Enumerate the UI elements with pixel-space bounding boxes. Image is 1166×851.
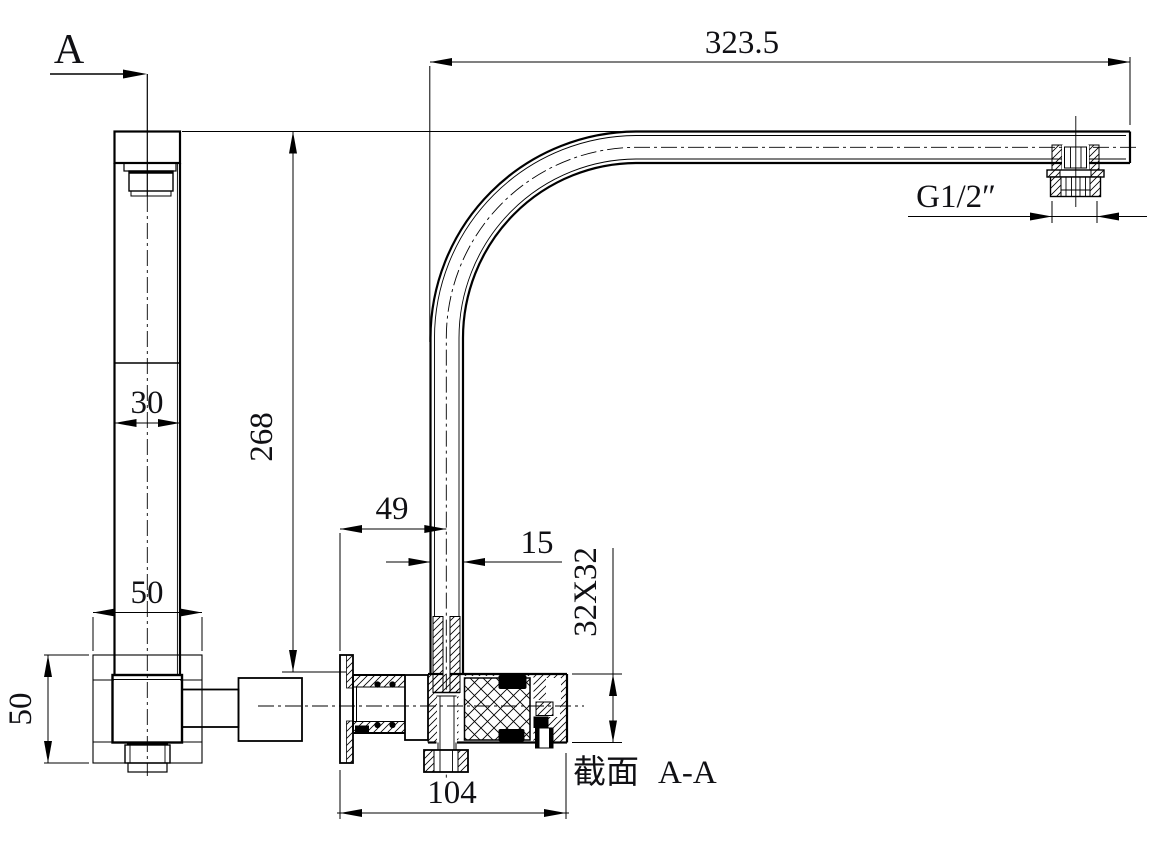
section-view-a-a: [258, 616, 584, 773]
section-caption: 截面: [573, 754, 639, 791]
arm-inner-edge: [461, 161, 1130, 674]
dim-base-height-lines: [44, 654, 89, 764]
dim-body-length: 104: [427, 775, 477, 811]
aerator-body: [128, 170, 174, 192]
dim-arm-length: 323.5: [705, 25, 779, 61]
dim-base-height: 50: [3, 693, 39, 726]
dim-tube-width: 15: [521, 525, 554, 561]
section-cut-marker-a: [50, 69, 148, 196]
seal: [355, 725, 369, 733]
outlet-fitting: [1046, 116, 1105, 207]
dim-body-section-lines: [572, 548, 622, 743]
dim-body-length-lines: [337, 753, 569, 819]
section-caption-id: A-A: [658, 755, 717, 791]
aerator-lip: [123, 162, 177, 172]
arm-outer-edge: [429, 130, 1130, 674]
aerator-tip: [130, 190, 172, 197]
dimensions: [44, 57, 1147, 819]
dim-wall-offset-lines: [339, 525, 447, 651]
dim-outlet-thread-lines: [908, 201, 1147, 223]
dim-outlet-thread: G1/2″: [916, 179, 996, 215]
section-arrow-head: [123, 69, 147, 79]
section-label-a: A: [54, 27, 85, 73]
seal: [498, 729, 525, 742]
riser-thread-wall: [432, 616, 444, 693]
dim-arm-length-lines: [429, 57, 1131, 342]
riser-thread-wall: [449, 616, 461, 693]
dim-base-width-lines: [92, 608, 203, 651]
dim-spout-height: 268: [244, 412, 280, 462]
valve-neck-side: [181, 688, 240, 728]
dim-tube-width-lines: [386, 558, 562, 566]
side-outlet: [535, 727, 554, 749]
o-ring: [374, 681, 381, 688]
valve-body-side: [237, 677, 303, 742]
o-ring: [389, 721, 396, 729]
o-ring: [389, 681, 396, 688]
dim-spout-width: 30: [131, 385, 164, 421]
union-sleeve: [404, 674, 429, 741]
dim-body-section: 32X32: [568, 547, 604, 637]
arm-centerline: [445, 146, 1136, 778]
o-ring: [374, 721, 381, 729]
dim-spout-height-lines: [182, 131, 637, 673]
seal: [533, 716, 549, 728]
dim-base-width: 50: [131, 575, 164, 611]
stem-insert: [535, 701, 554, 716]
front-view-arm: [429, 130, 1136, 778]
dim-spout-width-lines: [114, 419, 180, 427]
side-view-spout: [50, 69, 303, 776]
seal: [498, 675, 527, 689]
dim-wall-offset: 49: [376, 491, 409, 527]
